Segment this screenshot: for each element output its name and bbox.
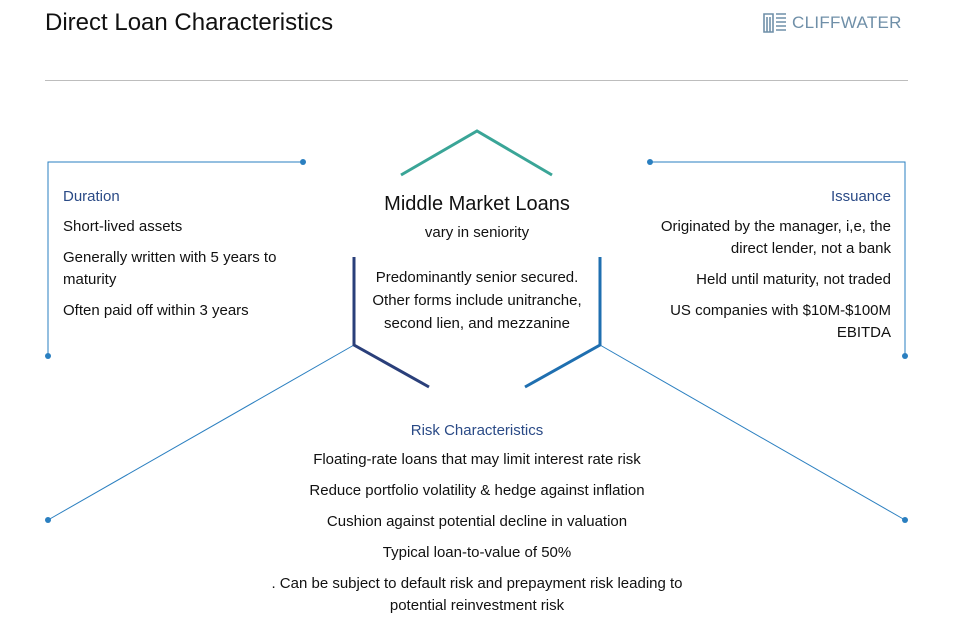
duration-item: Generally written with 5 years to maturi… [63, 249, 277, 288]
bracket-dot-right-bottom [902, 353, 908, 359]
risk-item: . Can be subject to default risk and pre… [271, 575, 683, 614]
issuance-item: US companies with $10M-$100M EBITDA [670, 302, 891, 341]
hex-right-segment [524, 257, 602, 389]
diagonal-dot-right [902, 517, 908, 523]
duration-bracket [47, 161, 303, 356]
duration-section: Duration Short-lived assets Generally wr… [63, 187, 298, 331]
bracket-dot-left-bottom [45, 353, 51, 359]
hex-left-segment [352, 257, 430, 389]
page-title: Direct Loan Characteristics [45, 9, 334, 36]
issuance-section: Issuance Originated by the manager, i,e,… [631, 187, 891, 353]
risk-item: Cushion against potential decline in val… [326, 513, 628, 530]
issuance-item: Originated by the manager, i,e, the dire… [660, 218, 891, 257]
duration-item: Often paid off within 3 years [63, 302, 249, 319]
center-subtitle: vary in seniority [424, 224, 530, 241]
duration-item: Short-lived assets [63, 218, 183, 235]
header-divider [45, 80, 908, 81]
bracket-dot-left-top [300, 159, 306, 165]
hex-top-segment [400, 129, 553, 177]
risk-item: Floating-rate loans that may limit inter… [313, 451, 641, 468]
risk-item: Typical loan-to-value of 50% [382, 544, 572, 561]
risk-section: Risk Characteristics Floating-rate loans… [257, 421, 697, 626]
center-title: Middle Market Loans [384, 193, 570, 215]
diagonal-dot-left [45, 517, 51, 523]
issuance-item: Held until maturity, not traded [696, 271, 891, 288]
issuance-heading: Issuance [830, 188, 891, 205]
bracket-dot-right-top [647, 159, 653, 165]
logo-icon [763, 13, 786, 33]
risk-item: Reduce portfolio volatility & hedge agai… [309, 482, 645, 499]
risk-heading: Risk Characteristics [410, 422, 544, 439]
duration-heading: Duration [63, 188, 120, 205]
left-diagonal [47, 344, 355, 521]
center-description: Predominantly senior secured. Other form… [372, 269, 582, 332]
issuance-bracket [650, 161, 906, 356]
logo: CLIFFWATER [763, 11, 902, 35]
logo-text: CLIFFWATER [792, 13, 902, 32]
right-diagonal [599, 344, 906, 521]
